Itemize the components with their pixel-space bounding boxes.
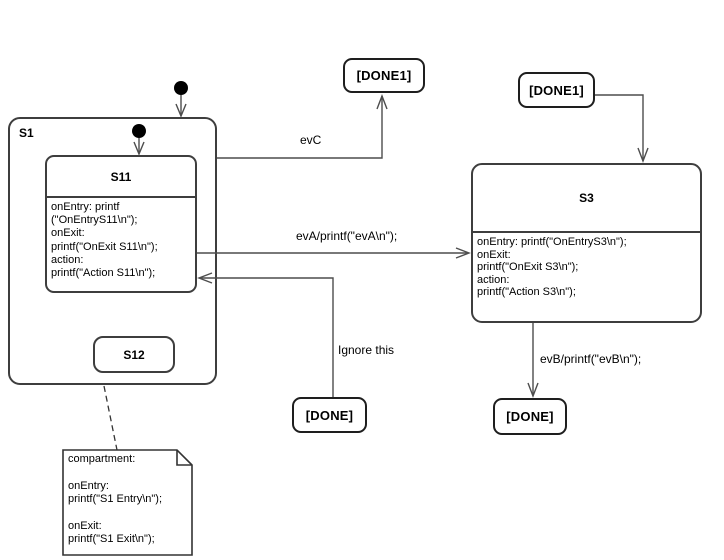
note-line xyxy=(68,466,162,479)
state-s11-divider xyxy=(47,196,195,198)
s11-action-line: printf("OnExit S11\n"); xyxy=(51,240,158,253)
s3-action-line: onEntry: printf("OnEntryS3\n"); xyxy=(477,236,627,248)
note-text: compartment: onEntry: printf("S1 Entry\n… xyxy=(68,453,162,547)
s11-action-line: action: xyxy=(51,253,84,266)
note-line: printf("S1 Entry\n"); xyxy=(68,493,163,506)
final-state-done1-top[interactable]: [DONE1] xyxy=(343,58,425,93)
final-state-label: [DONE1] xyxy=(356,68,412,83)
final-state-done-left[interactable]: [DONE] xyxy=(292,397,367,433)
transition-evA-label: evA/printf("evA\n"); xyxy=(296,229,398,243)
state-s3-divider xyxy=(473,231,700,233)
final-state-done-right[interactable]: [DONE] xyxy=(493,398,567,435)
state-s1-title: S1 xyxy=(19,126,34,140)
state-s11-title: S11 xyxy=(110,169,132,184)
state-s12-title: S12 xyxy=(123,347,145,362)
final-state-label: [DONE1] xyxy=(529,82,584,98)
state-s3[interactable]: S3 onEntry: printf("OnEntryS3\n"); onExi… xyxy=(471,163,702,323)
s11-action-line: onExit: xyxy=(51,227,85,240)
final-state-done1-right[interactable]: [DONE1] xyxy=(518,72,595,108)
s11-action-line: ("OnEntryS11\n"); xyxy=(51,214,138,227)
state-s12[interactable]: S12 xyxy=(93,336,175,373)
final-state-label: [DONE] xyxy=(506,409,554,424)
s3-action-line: printf("OnExit S3\n"); xyxy=(477,261,579,274)
s3-action-line: onExit: xyxy=(477,248,511,261)
note-line: onEntry: xyxy=(68,479,109,492)
s3-action-line: action: xyxy=(477,273,510,286)
transition-evC-label: evC xyxy=(300,133,322,147)
note-line xyxy=(68,507,162,520)
note-line: printf("S1 Exit\n"); xyxy=(68,533,155,546)
state-s3-actions: onEntry: printf("OnEntryS3\n"); onExit: … xyxy=(473,233,700,299)
final-state-label: [DONE] xyxy=(305,407,354,423)
s11-action-line: onEntry: printf xyxy=(51,201,120,213)
state-s3-title: S3 xyxy=(579,191,594,205)
transition-evB-label: evB/printf("evB\n"); xyxy=(540,352,642,366)
note-line: compartment: xyxy=(68,453,136,465)
state-s11-actions: onEntry: printf ("OnEntryS11\n"); onExit… xyxy=(47,198,195,280)
s3-action-line: printf("Action S3\n"); xyxy=(477,286,576,299)
note-line: onExit: xyxy=(68,519,102,532)
transition-ignore-label: Ignore this xyxy=(338,343,395,357)
s11-action-line: printf("Action S11\n"); xyxy=(51,266,156,279)
state-s11[interactable]: S11 onEntry: printf ("OnEntryS11\n"); on… xyxy=(45,155,197,293)
